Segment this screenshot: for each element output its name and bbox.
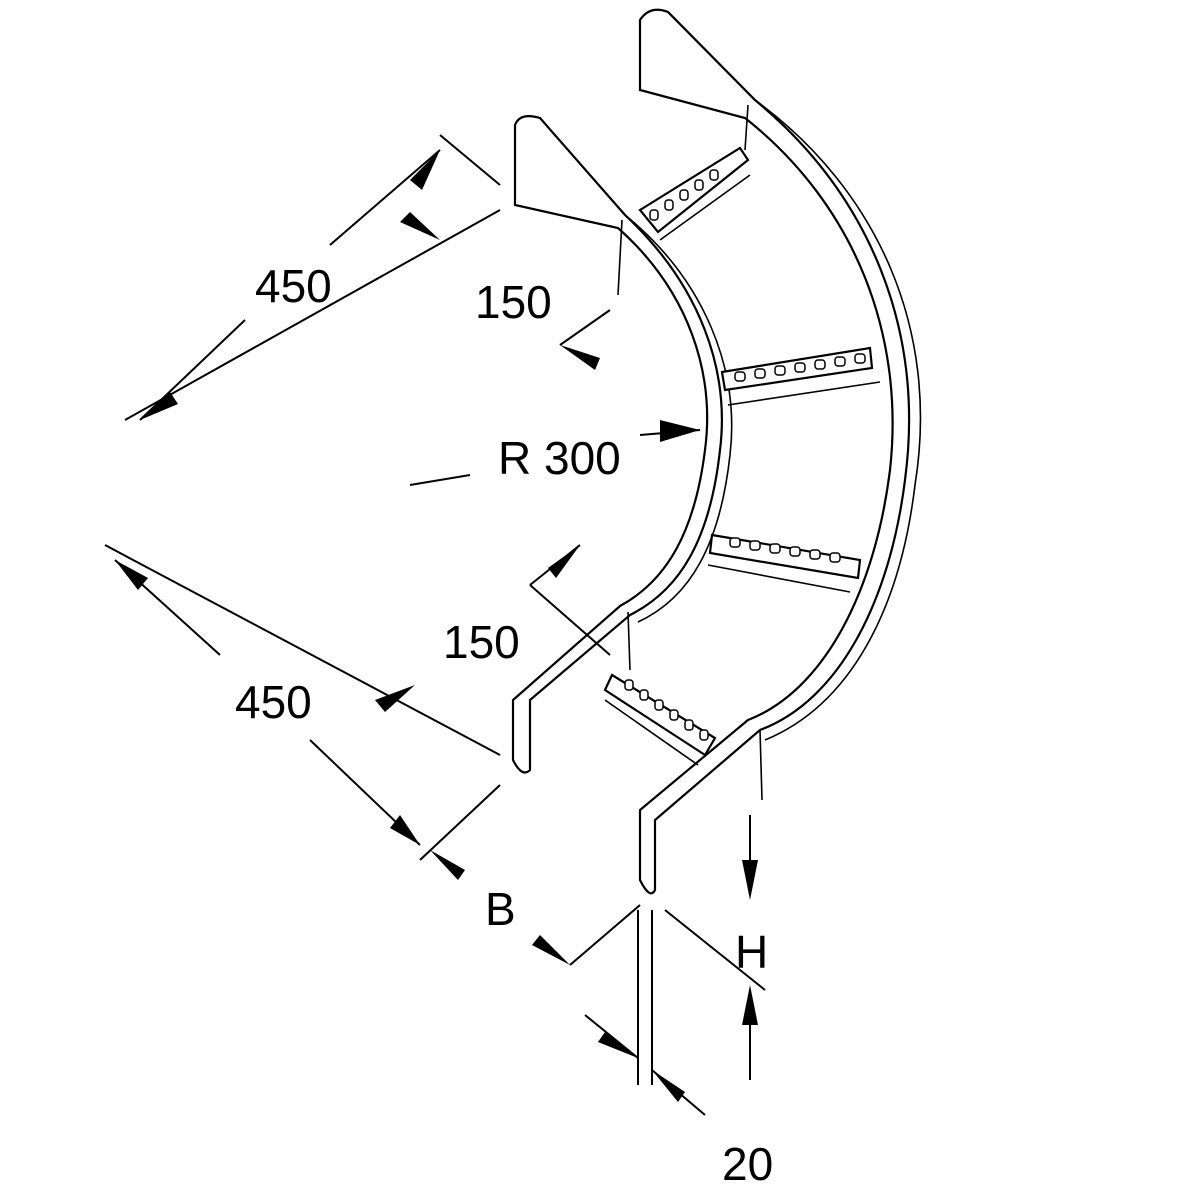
dimension-lines: [104, 134, 766, 1116]
rung-1-holes: [649, 169, 719, 221]
dim-450-top: 450: [255, 260, 332, 312]
dim-150-top: 150: [475, 276, 552, 328]
dimension-labels: 450 450 150 150 R 300 B H 20: [235, 260, 773, 1190]
ladder-bend: [511, 8, 922, 895]
dim-thickness-20: 20: [722, 1138, 773, 1190]
outer-rail-seam-top: [744, 104, 749, 151]
outer-rail-seam-bottom: [759, 729, 763, 801]
inner-rail-edge: [624, 214, 733, 623]
dim-150-bottom: 150: [443, 616, 520, 668]
rung-2-holes: [734, 353, 866, 382]
rung-4-holes: [624, 679, 709, 741]
dim-radius: R 300: [498, 432, 621, 484]
rung-3-holes: [729, 537, 841, 563]
outer-rail-edge: [754, 99, 922, 741]
outer-side-rail: [638, 8, 911, 895]
inner-side-rail: [511, 115, 723, 774]
inner-rail-seam-bottom: [627, 611, 631, 671]
dim-width-b: B: [485, 883, 516, 935]
rung-2: [720, 346, 881, 406]
rung-4: [603, 673, 717, 766]
dim-450-bottom: 450: [235, 676, 312, 728]
rung-1: [638, 146, 751, 241]
dim-height-h: H: [735, 926, 768, 978]
inner-rail-seam-top: [617, 219, 623, 296]
rung-3: [707, 533, 862, 593]
